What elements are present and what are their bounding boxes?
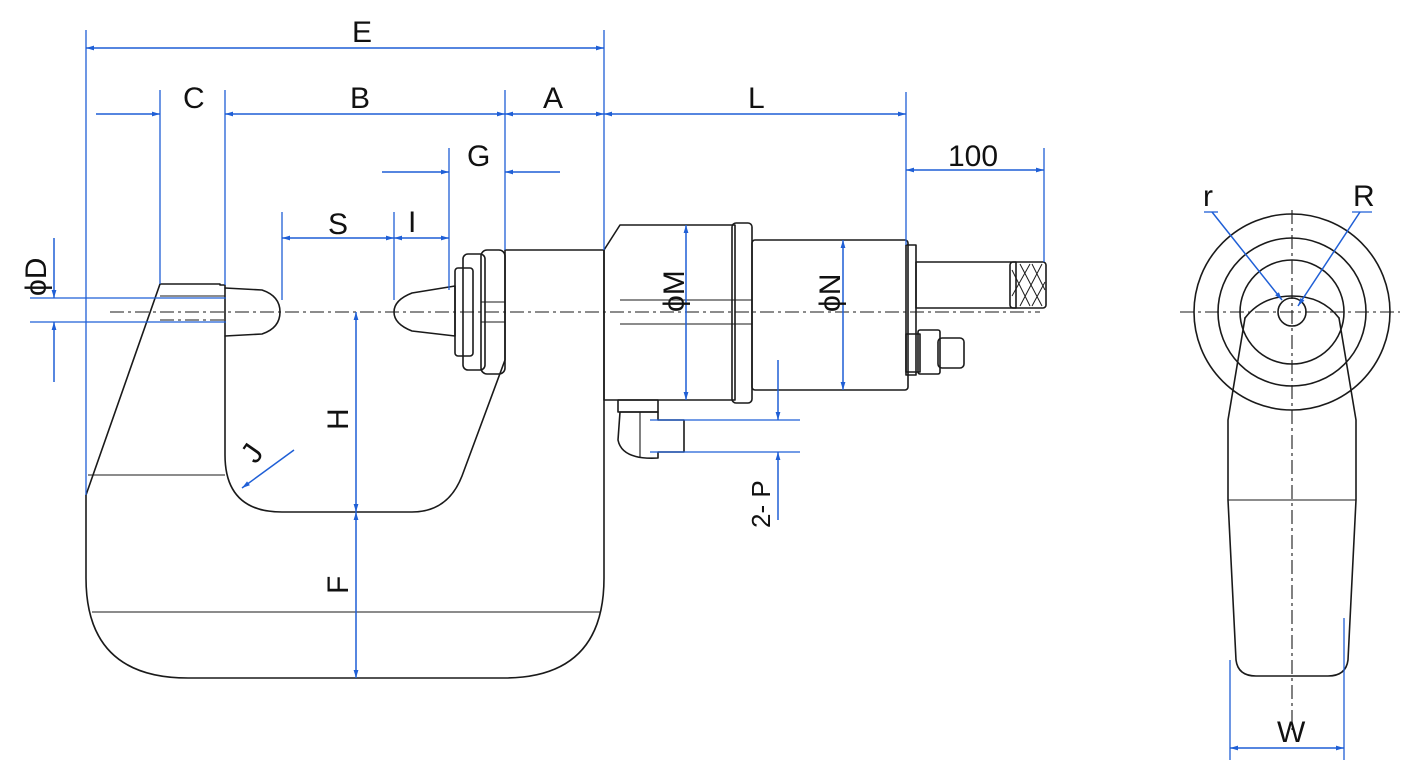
label-i: I [408,206,416,239]
label-f: F [322,576,355,594]
label-phi-m: ϕM [658,270,691,312]
port-elbow [617,411,685,459]
front-arm-right [1291,295,1340,319]
dimensions [30,30,1372,760]
label-j: J [235,438,271,469]
label-a: A [543,82,563,115]
label-e: E [352,16,372,49]
spindle-tip [393,285,456,337]
label-h: H [322,408,355,430]
label-2p: 2- P [746,480,776,528]
fitting-1 [905,333,921,373]
knurled-knob [1009,261,1047,309]
label-l: L [748,82,765,115]
knurl-pattern [1011,263,1046,307]
label-phi-n: ϕN [814,274,847,312]
label-c: C [183,82,205,115]
cylinder-n [751,239,909,391]
label-r-small: r [1203,180,1213,213]
fitting-2 [917,329,941,375]
port-nut [617,399,659,413]
label-w: W [1277,716,1306,749]
rear-plate [905,244,917,376]
c-frame [85,249,605,679]
label-r-large: R [1353,180,1375,213]
label-phi-d: ϕD [20,258,53,296]
rear-shaft [915,261,1017,309]
label-g: G [467,140,490,173]
label-s: S [328,208,348,241]
front-view [1180,210,1400,730]
side-view [85,222,1047,679]
front-body [1227,317,1357,677]
fitting-3 [937,337,965,369]
front-arm-left [1244,295,1293,319]
label-100: 100 [948,140,998,173]
label-b: B [350,82,370,115]
dimension-labels: E C B A L 100 G S I ϕD ϕM ϕN H F J 2- P … [20,16,1375,749]
